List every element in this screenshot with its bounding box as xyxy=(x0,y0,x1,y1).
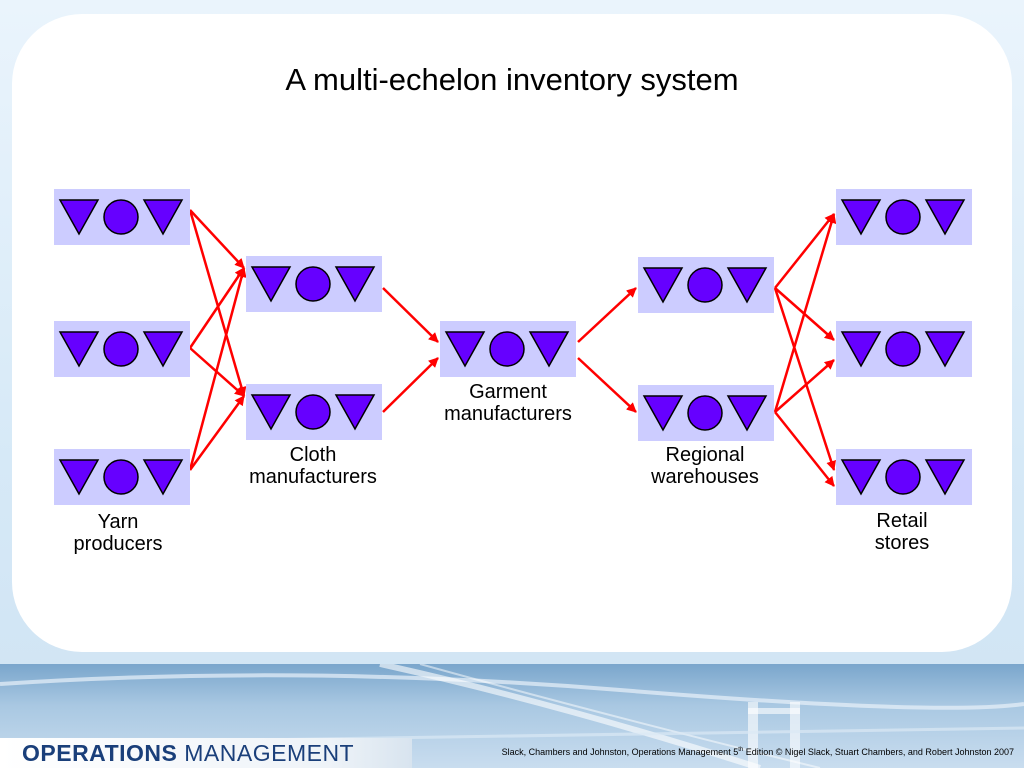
down-triangle-icon xyxy=(528,331,570,368)
garment-manufacturer-node xyxy=(440,321,576,377)
flow-arrow xyxy=(774,359,835,413)
cloth-manufacturer-node-2 xyxy=(246,384,382,440)
down-triangle-icon xyxy=(444,331,486,368)
logo-box xyxy=(0,738,412,768)
flow-arrow xyxy=(773,287,836,471)
cloth-manufacturers-label: Cloth manufacturers xyxy=(213,444,413,488)
slide-title: A multi-echelon inventory system xyxy=(285,62,739,97)
label-line: Yarn xyxy=(97,511,139,533)
circle-icon xyxy=(687,395,723,431)
down-triangle-icon xyxy=(840,199,882,236)
label-line: producers xyxy=(73,533,163,555)
flow-arrow xyxy=(188,395,246,471)
circle-icon xyxy=(103,331,139,367)
label-line: manufacturers xyxy=(444,403,572,425)
flow-arrows xyxy=(188,209,837,487)
down-triangle-icon xyxy=(924,459,966,496)
down-triangle-icon xyxy=(250,394,292,431)
retail-store-node-2 xyxy=(836,321,972,377)
down-triangle-icon xyxy=(142,199,184,236)
down-triangle-icon xyxy=(58,199,100,236)
flow-arrow xyxy=(189,209,245,269)
yarn-producer-node-1 xyxy=(54,189,190,245)
retail-stores-label: Retail stores xyxy=(802,510,1002,554)
label-line: manufacturers xyxy=(249,466,377,488)
flow-arrow xyxy=(188,267,247,471)
credits-text: Slack, Chambers and Johnston, Operations… xyxy=(501,747,739,757)
logo-light-text: MANAGEMENT xyxy=(177,740,355,766)
flow-arrow xyxy=(577,357,637,413)
label-line: Garment xyxy=(469,381,547,403)
garment-manufacturers-label: Garment manufacturers xyxy=(408,381,608,425)
down-triangle-icon xyxy=(924,331,966,368)
label-line: Regional xyxy=(665,444,745,466)
regional-warehouses-label: Regional warehouses xyxy=(605,444,805,488)
down-triangle-icon xyxy=(250,266,292,303)
circle-icon xyxy=(103,459,139,495)
flow-arrow xyxy=(577,287,637,343)
down-triangle-icon xyxy=(642,267,684,304)
circle-icon xyxy=(687,267,723,303)
flow-arrow xyxy=(188,267,246,349)
circle-icon xyxy=(885,331,921,367)
circle-icon xyxy=(295,266,331,302)
flow-arrow xyxy=(774,411,835,487)
down-triangle-icon xyxy=(840,331,882,368)
regional-warehouse-node-1 xyxy=(638,257,774,313)
label-line: Cloth xyxy=(289,444,337,466)
down-triangle-icon xyxy=(726,395,768,432)
credits-superscript: th xyxy=(738,747,744,753)
yarn-producer-node-2 xyxy=(54,321,190,377)
down-triangle-icon xyxy=(334,394,376,431)
down-triangle-icon xyxy=(924,199,966,236)
yarn-producers-label: Yarn producers xyxy=(18,511,218,555)
down-triangle-icon xyxy=(642,395,684,432)
circle-icon xyxy=(489,331,525,367)
flow-arrow xyxy=(382,357,439,413)
down-triangle-icon xyxy=(142,331,184,368)
credits-text-end: Edition © Nigel Slack, Stuart Chambers, … xyxy=(743,747,1014,757)
down-triangle-icon xyxy=(142,459,184,496)
logo-bold-text: OPERATIONS xyxy=(22,740,178,766)
cloth-manufacturer-node-1 xyxy=(246,256,382,312)
copyright-credits: Slack, Chambers and Johnston, Operations… xyxy=(502,747,1014,757)
retail-store-node-3 xyxy=(836,449,972,505)
retail-store-node-1 xyxy=(836,189,972,245)
yarn-producer-node-3 xyxy=(54,449,190,505)
flow-arrow xyxy=(773,213,837,413)
label-line: Retail xyxy=(876,510,928,532)
flow-arrow xyxy=(188,209,247,397)
down-triangle-icon xyxy=(58,459,100,496)
circle-icon xyxy=(103,199,139,235)
down-triangle-icon xyxy=(726,267,768,304)
circle-icon xyxy=(295,394,331,430)
label-line: stores xyxy=(874,532,930,554)
label-line: warehouses xyxy=(651,466,759,488)
down-triangle-icon xyxy=(840,459,882,496)
down-triangle-icon xyxy=(334,266,376,303)
operations-management-logo: OPERATIONS MANAGEMENT xyxy=(22,738,354,768)
down-triangle-icon xyxy=(58,331,100,368)
circle-icon xyxy=(885,199,921,235)
flow-arrow xyxy=(774,213,835,289)
flow-arrow xyxy=(382,287,439,343)
regional-warehouse-node-2 xyxy=(638,385,774,441)
circle-icon xyxy=(885,459,921,495)
